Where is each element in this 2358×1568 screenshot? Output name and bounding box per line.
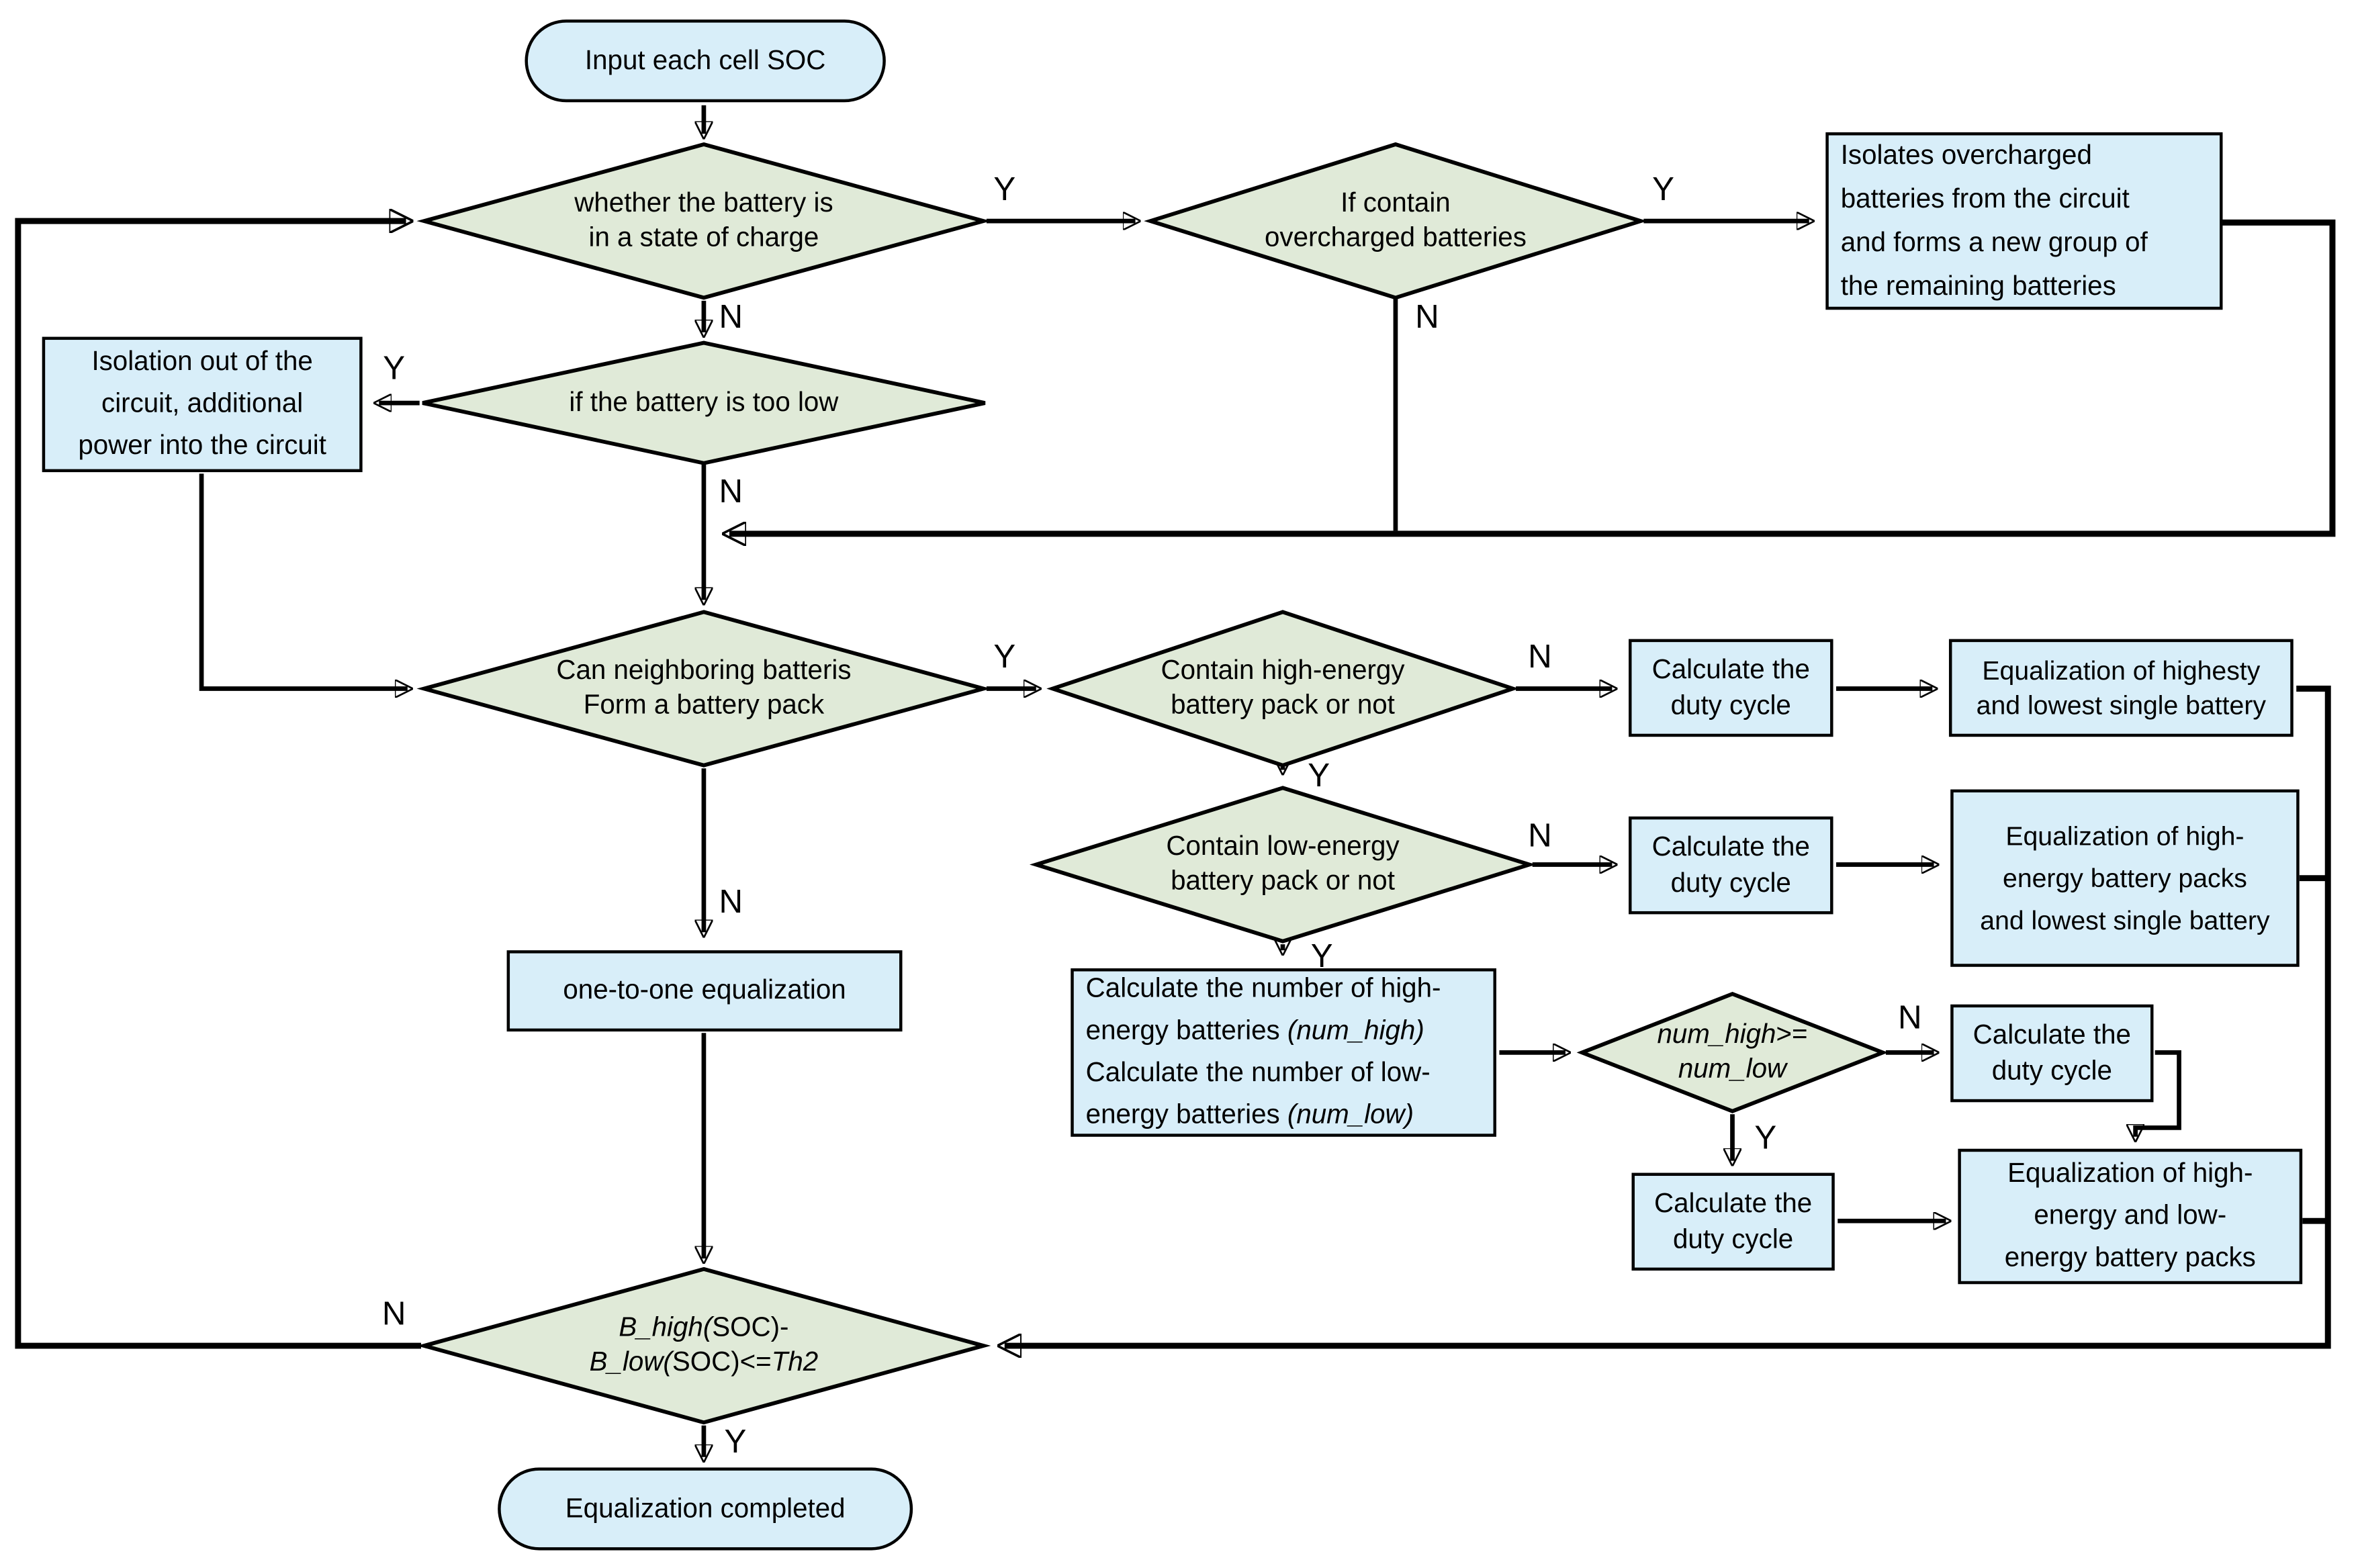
edge-collector-to-soc-check (1005, 686, 2331, 1346)
process-count-batteries: Calculate the number of high-energy batt… (1071, 968, 1496, 1137)
process-eq-high-packs-lowest: Equalization of high-energy battery pack… (1950, 789, 2300, 967)
decision-contain-high-energy (1046, 610, 1519, 768)
decision-contain-overcharged (1144, 142, 1647, 300)
decision-check-charge (416, 142, 991, 300)
decision-num-compare (1576, 991, 1889, 1113)
decision-contain-low-energy (1029, 786, 1537, 943)
terminal-end: Equalization completed (498, 1467, 913, 1551)
terminal-start: Input each cell SOC (525, 19, 886, 103)
decision-can-neighboring (416, 610, 991, 768)
decision-battery-too-low (422, 340, 986, 465)
decision-soc-diff-check (416, 1266, 991, 1425)
edge-isolation-to-can-neighboring (199, 473, 408, 688)
edge-duty3-to-eq-high-low (2136, 1050, 2181, 1136)
process-one-to-one: one-to-one equalization (506, 950, 903, 1032)
process-eq-high-low-packs: Equalization of high-energy and low-ener… (1958, 1148, 2303, 1285)
edge-soc-check-no-loop (15, 221, 421, 1349)
edge-isolates-return-merge (729, 219, 2336, 534)
